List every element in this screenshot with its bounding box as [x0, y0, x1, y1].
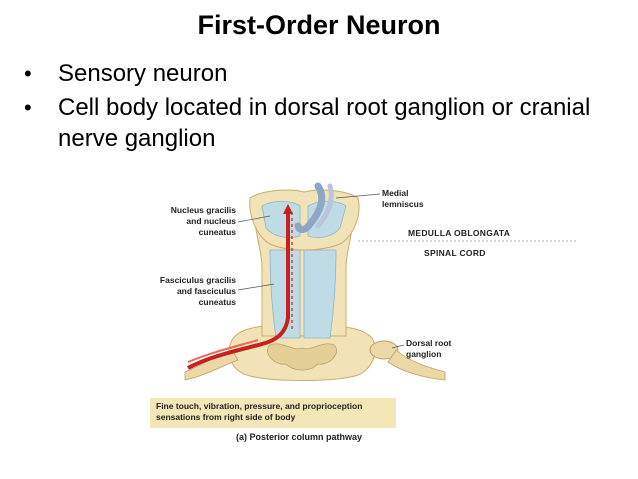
sensation-caption-box: Fine touch, vibration, pressure, and pro…	[150, 398, 396, 428]
leader-ganglion	[391, 344, 405, 349]
leader-nucleus	[237, 215, 271, 223]
first-order-neuron-fiber-light	[187, 339, 259, 363]
bullet-item: • Cell body located in dorsal root gangl…	[22, 92, 622, 154]
bullet-text: Sensory neuron	[58, 60, 228, 87]
label-dorsal-root-line2: ganglion	[406, 349, 441, 359]
medial-lemniscus-fiber	[294, 182, 326, 234]
first-order-neuron-fiber	[187, 212, 290, 370]
neuron-arrowhead-icon	[283, 204, 293, 214]
label-fasciculus-line1: Fasciculus gracilis	[160, 275, 236, 285]
grey-matter	[267, 343, 337, 371]
posterior-column-right	[303, 249, 337, 339]
label-nucleus-line3: cuneatus	[199, 227, 237, 237]
dorsal-root-ganglion	[369, 340, 399, 360]
label-fasciculus-line2: and fasciculus	[177, 286, 236, 296]
leader-fasciculus	[237, 283, 275, 291]
dorsal-root-nerve	[387, 349, 446, 381]
bullet-item: • Sensory neuron	[22, 58, 622, 89]
bullet-text: Cell body located in dorsal root ganglio…	[58, 94, 591, 152]
label-fasciculus-line3: cuneatus	[199, 297, 237, 307]
medial-lemniscus-fiber-2	[315, 183, 334, 229]
label-nucleus-line1: Nucleus gracilis	[171, 205, 236, 215]
label-nucleus-line2: and nucleus	[186, 216, 236, 226]
figure-caption: (a) Posterior column pathway	[236, 432, 363, 442]
label-medial-lemniscus-line1: Medial	[382, 188, 408, 198]
label-spinal-cord: SPINAL CORD	[424, 248, 486, 258]
label-dorsal-root-line1: Dorsal root	[406, 338, 452, 348]
bullet-dot-icon: •	[24, 95, 32, 120]
label-medulla-oblongata: MEDULLA OBLONGATA	[408, 228, 510, 238]
label-medial-lemniscus-line2: lemniscus	[382, 199, 424, 209]
bullet-dot-icon: •	[24, 61, 32, 86]
slide-title: First-Order Neuron	[197, 10, 441, 40]
bullet-list: • Sensory neuron • Cell body located in …	[22, 58, 622, 157]
leader-lemniscus	[335, 193, 381, 199]
